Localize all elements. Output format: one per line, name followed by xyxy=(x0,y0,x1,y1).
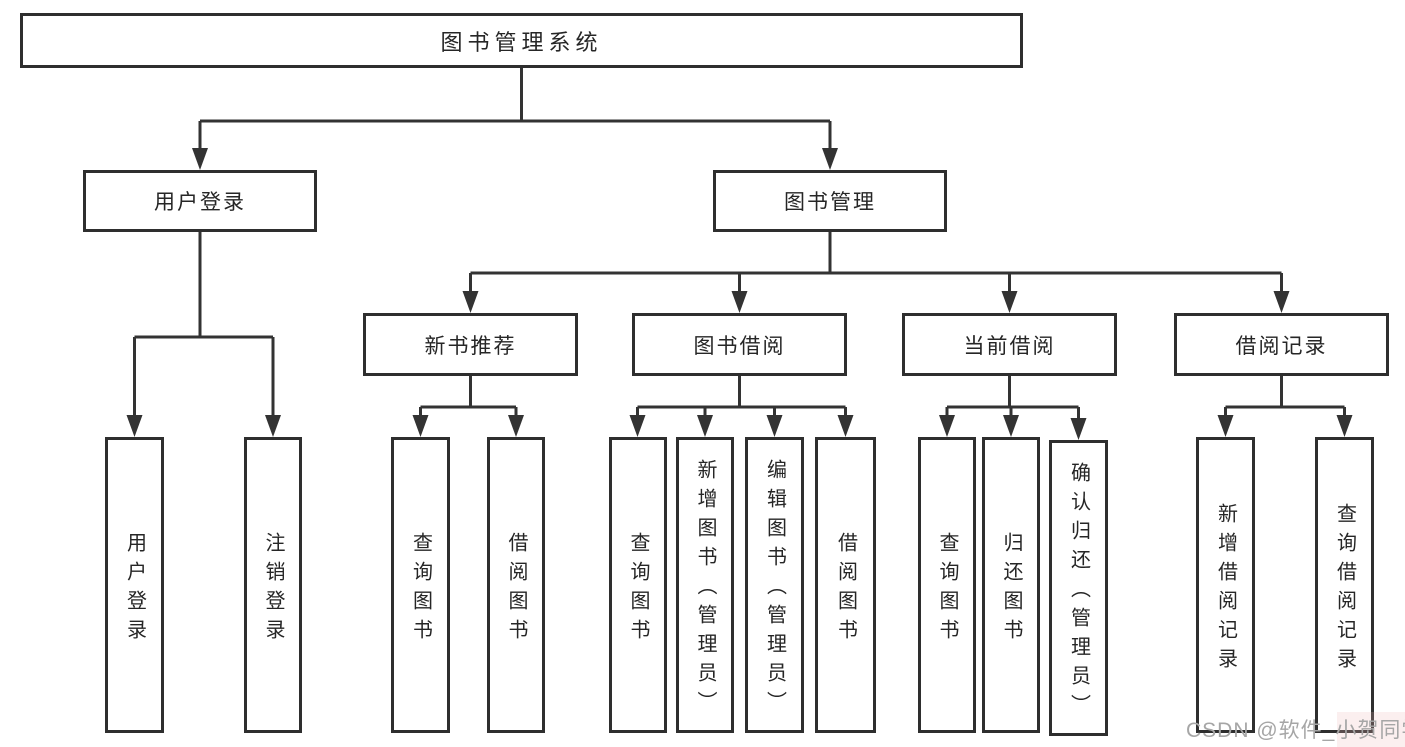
leaf-query-book-1: 查询图书 xyxy=(391,437,450,733)
connector-group3-branch xyxy=(945,375,1080,419)
connector-group2-branch xyxy=(636,375,847,416)
node-current-borrow: 当前借阅 xyxy=(902,313,1117,376)
leaf-user-login-label: 用户登录 xyxy=(123,531,146,648)
arrow-head-icon xyxy=(1001,291,1018,313)
arrow-head-icon xyxy=(462,291,479,313)
arrow-head-icon xyxy=(697,415,713,437)
connector-manage-branch xyxy=(469,232,1283,292)
leaf-add-borrow-record: 新增借阅记录 xyxy=(1196,437,1255,733)
leaf-query-book-1-label: 查询图书 xyxy=(409,531,432,648)
leaf-logout-label: 注销登录 xyxy=(262,531,284,648)
node-book-borrow: 图书借阅 xyxy=(632,313,847,376)
node-root: 图书管理系统 xyxy=(20,13,1023,68)
leaf-query-borrow-record: 查询借阅记录 xyxy=(1315,437,1374,733)
node-new-book-recommend-label: 新书推荐 xyxy=(424,334,517,358)
leaf-return-book-label: 归还图书 xyxy=(1000,531,1022,648)
arrow-head-icon xyxy=(1003,415,1019,437)
leaf-query-book-2: 查询图书 xyxy=(609,437,667,733)
connector-root-branch xyxy=(198,68,832,150)
node-book-borrow-label: 图书借阅 xyxy=(693,334,786,358)
leaf-query-book-2-label: 查询图书 xyxy=(627,531,649,648)
node-user-login-group-label: 用户登录 xyxy=(154,191,246,214)
watermark: CSDN @软件_小贺同学 xyxy=(1186,719,1405,742)
leaf-query-book-3-label: 查询图书 xyxy=(936,531,958,648)
arrow-head-icon xyxy=(126,415,143,437)
arrow-head-icon xyxy=(731,291,748,313)
leaf-confirm-return-admin: 确认归还（管理员） xyxy=(1049,440,1108,736)
arrow-head-icon xyxy=(629,415,646,437)
arrow-head-icon xyxy=(192,148,208,170)
leaf-add-book-admin-label: 新增图书（管理员） xyxy=(694,459,716,720)
node-book-manage-group-label: 图书管理 xyxy=(784,191,876,214)
node-borrow-record-label: 借阅记录 xyxy=(1235,334,1328,358)
node-borrow-record: 借阅记录 xyxy=(1174,313,1389,376)
leaf-query-borrow-record-label: 查询借阅记录 xyxy=(1333,502,1356,677)
arrow-head-icon xyxy=(1273,291,1290,313)
leaf-edit-book-admin-label: 编辑图书（管理员） xyxy=(763,459,786,720)
arrow-head-icon xyxy=(265,415,281,437)
leaf-edit-book-admin: 编辑图书（管理员） xyxy=(745,437,804,733)
connector-group1-branch xyxy=(419,375,518,416)
node-user-login-group: 用户登录 xyxy=(83,170,317,232)
arrow-head-icon xyxy=(1070,418,1087,440)
leaf-query-book-3: 查询图书 xyxy=(918,437,976,733)
leaf-confirm-return-admin-label: 确认归还（管理员） xyxy=(1067,462,1090,723)
leaf-user-login: 用户登录 xyxy=(105,437,164,733)
leaf-borrow-book-1-label: 借阅图书 xyxy=(505,531,527,648)
arrow-head-icon xyxy=(766,415,783,437)
leaf-borrow-book-2-label: 借阅图书 xyxy=(834,531,857,648)
connector-user-branch xyxy=(133,232,275,416)
connector-group4-branch xyxy=(1224,375,1346,416)
leaf-borrow-book-2: 借阅图书 xyxy=(815,437,876,733)
node-new-book-recommend: 新书推荐 xyxy=(363,313,578,376)
node-root-label: 图书管理系统 xyxy=(440,29,603,55)
arrow-head-icon xyxy=(822,148,838,170)
arrow-head-icon xyxy=(837,415,854,437)
arrow-head-icon xyxy=(508,415,524,437)
arrow-head-icon xyxy=(939,415,955,437)
watermark-tint xyxy=(1337,712,1405,747)
leaf-add-borrow-record-label: 新增借阅记录 xyxy=(1214,502,1237,677)
leaf-add-book-admin: 新增图书（管理员） xyxy=(676,437,734,733)
leaf-logout: 注销登录 xyxy=(244,437,302,733)
node-book-manage-group: 图书管理 xyxy=(713,170,947,232)
node-current-borrow-label: 当前借阅 xyxy=(963,334,1056,358)
arrow-head-icon xyxy=(1217,415,1234,437)
arrow-head-icon xyxy=(412,415,429,437)
arrow-head-icon xyxy=(1336,415,1353,437)
leaf-borrow-book-1: 借阅图书 xyxy=(487,437,545,733)
leaf-return-book: 归还图书 xyxy=(982,437,1040,733)
